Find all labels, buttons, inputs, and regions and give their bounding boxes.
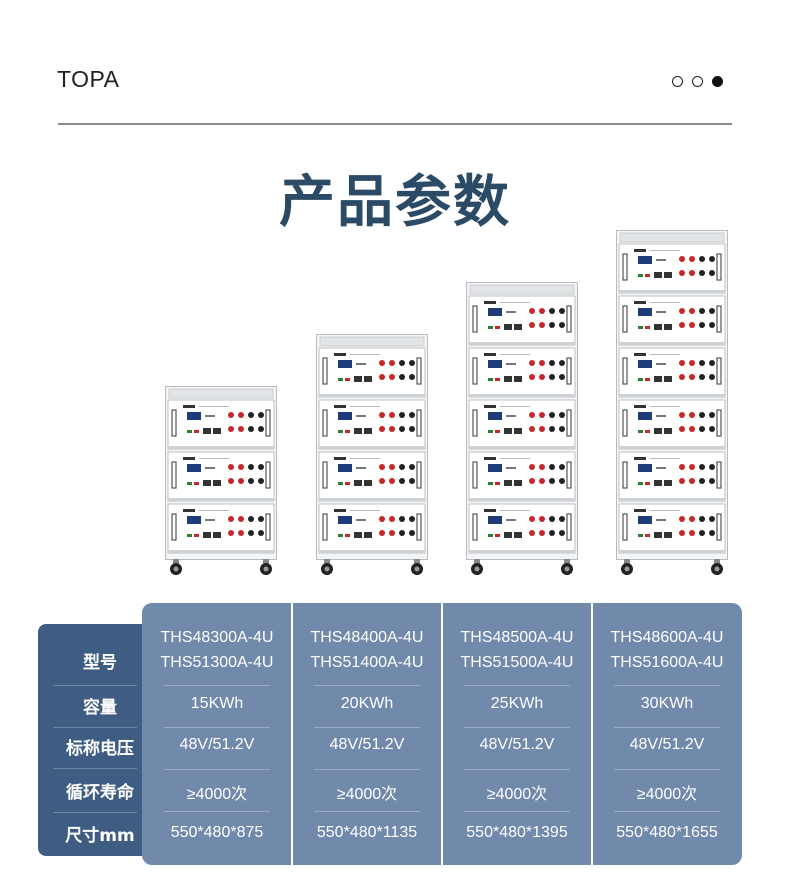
row-label-capacity: 容量 bbox=[83, 698, 117, 718]
row-divider bbox=[614, 727, 720, 728]
size-cell: 550*480*1135 bbox=[316, 824, 418, 841]
row-divider bbox=[464, 727, 570, 728]
voltage-cell: 48V/51.2V bbox=[479, 736, 555, 753]
row-divider bbox=[464, 811, 570, 812]
row-divider bbox=[614, 769, 720, 770]
row-label-voltage: 标称电压 bbox=[66, 739, 134, 759]
spec-column-4: THS48600A-4U THS51600A-4U 30KWh 48V/51.2… bbox=[592, 603, 742, 865]
row-divider bbox=[464, 685, 570, 686]
cycle-cell: ≥4000次 bbox=[486, 786, 548, 803]
header-divider-line bbox=[53, 727, 137, 728]
header-divider bbox=[58, 123, 732, 125]
row-divider bbox=[614, 811, 720, 812]
pagination-dots bbox=[672, 76, 723, 87]
row-divider bbox=[314, 811, 420, 812]
model-cell: THS51600A-4U bbox=[610, 654, 724, 671]
spec-table: 型号 容量 标称电压 循环寿命 尺寸mm THS48300A-4U THS513… bbox=[38, 603, 742, 865]
row-label-cycle-life: 循环寿命 bbox=[66, 783, 134, 803]
cycle-cell: ≥4000次 bbox=[636, 786, 698, 803]
row-label-size: 尺寸mm bbox=[65, 826, 135, 846]
size-cell: 550*480*1395 bbox=[466, 824, 568, 841]
pagination-dot-3-active[interactable] bbox=[712, 76, 723, 87]
model-cell: THS51300A-4U bbox=[160, 654, 274, 671]
capacity-cell: 30KWh bbox=[640, 695, 694, 712]
size-cell: 550*480*1655 bbox=[616, 824, 718, 841]
row-divider bbox=[314, 727, 420, 728]
battery-rack-1 bbox=[165, 386, 277, 576]
header-divider-line bbox=[53, 685, 137, 686]
spec-table-body: THS48300A-4U THS51300A-4U 15KWh 48V/51.2… bbox=[142, 603, 742, 865]
row-divider bbox=[314, 769, 420, 770]
column-divider bbox=[291, 603, 293, 865]
spec-column-2: THS48400A-4U THS51400A-4U 20KWh 48V/51.2… bbox=[292, 603, 442, 865]
header-divider-line bbox=[53, 812, 137, 813]
spec-table-header-column: 型号 容量 标称电压 循环寿命 尺寸mm bbox=[38, 624, 142, 856]
row-divider bbox=[164, 727, 270, 728]
header-divider-line bbox=[53, 768, 137, 769]
capacity-cell: 25KWh bbox=[490, 695, 544, 712]
model-cell: THS51400A-4U bbox=[310, 654, 424, 671]
capacity-cell: 20KWh bbox=[340, 695, 394, 712]
product-racks bbox=[165, 230, 728, 576]
section-title: 产品参数 bbox=[279, 170, 511, 235]
battery-rack-4 bbox=[616, 230, 728, 576]
capacity-cell: 15KWh bbox=[190, 695, 244, 712]
model-cell: THS48300A-4U bbox=[160, 629, 274, 646]
model-cell: THS48500A-4U bbox=[460, 629, 574, 646]
row-divider bbox=[164, 811, 270, 812]
pagination-dot-2[interactable] bbox=[692, 76, 703, 87]
battery-rack-2 bbox=[316, 334, 428, 576]
row-divider bbox=[164, 685, 270, 686]
brand-logo-text: TOPA bbox=[57, 66, 120, 92]
row-divider bbox=[614, 685, 720, 686]
row-divider bbox=[464, 769, 570, 770]
spec-column-1: THS48300A-4U THS51300A-4U 15KWh 48V/51.2… bbox=[142, 603, 292, 865]
voltage-cell: 48V/51.2V bbox=[329, 736, 405, 753]
voltage-cell: 48V/51.2V bbox=[629, 736, 705, 753]
column-divider bbox=[591, 603, 593, 865]
cycle-cell: ≥4000次 bbox=[336, 786, 398, 803]
row-divider bbox=[164, 769, 270, 770]
spec-column-3: THS48500A-4U THS51500A-4U 25KWh 48V/51.2… bbox=[442, 603, 592, 865]
column-divider bbox=[441, 603, 443, 865]
row-divider bbox=[314, 685, 420, 686]
model-cell: THS48600A-4U bbox=[610, 629, 724, 646]
voltage-cell: 48V/51.2V bbox=[179, 736, 255, 753]
model-cell: THS51500A-4U bbox=[460, 654, 574, 671]
cycle-cell: ≥4000次 bbox=[186, 786, 248, 803]
size-cell: 550*480*875 bbox=[170, 824, 264, 841]
battery-rack-3 bbox=[466, 282, 578, 576]
model-cell: THS48400A-4U bbox=[310, 629, 424, 646]
row-label-model: 型号 bbox=[83, 653, 117, 673]
pagination-dot-1[interactable] bbox=[672, 76, 683, 87]
